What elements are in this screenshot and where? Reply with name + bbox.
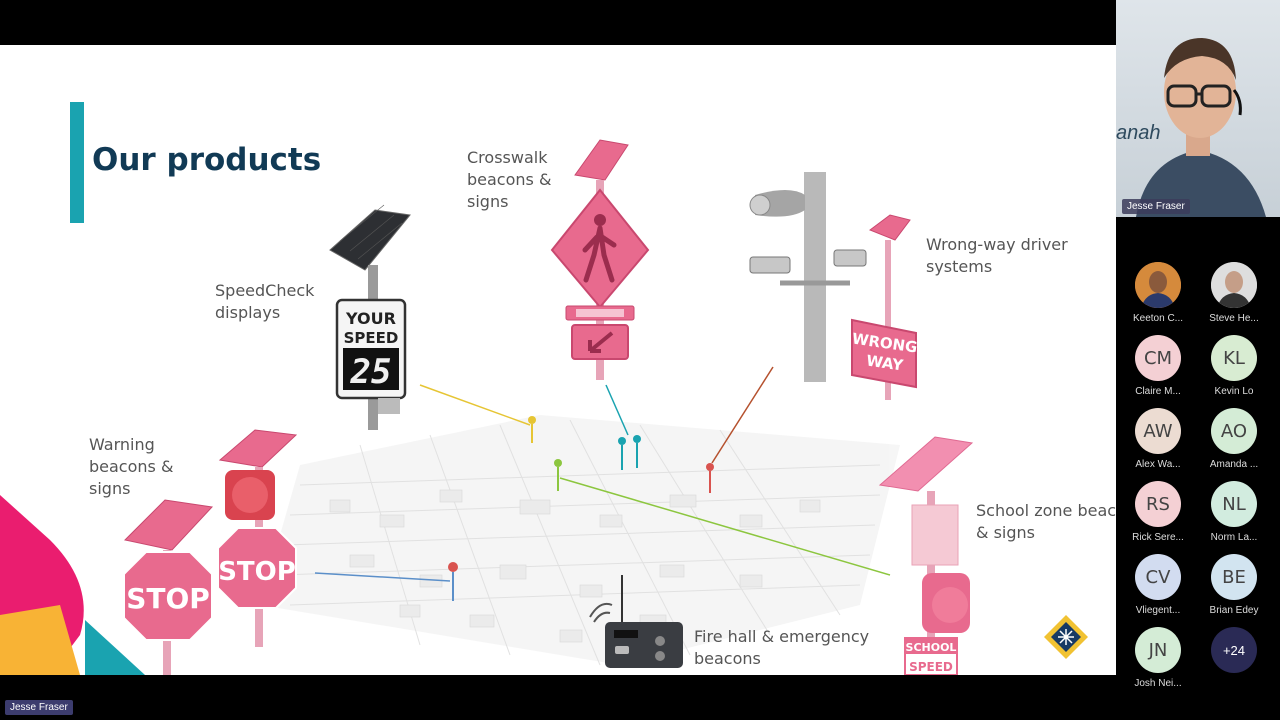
more-participants-tile[interactable]: +24 — [1198, 627, 1270, 695]
more-participants-button[interactable]: +24 — [1211, 627, 1257, 673]
crosswalk-sign — [550, 139, 650, 380]
participant-name: Josh Nei... — [1134, 678, 1182, 689]
participant-name: Rick Sere... — [1132, 532, 1184, 543]
participant-tile[interactable]: AO Amanda ... — [1198, 408, 1270, 476]
warning-beacon-front: STOP — [123, 499, 214, 675]
label-school: School zone beaco & signs — [976, 501, 1116, 542]
participant-tile[interactable]: Keeton C... — [1122, 262, 1194, 330]
warning-connector — [314, 572, 451, 582]
participant-tile[interactable]: BE Brian Edey — [1198, 554, 1270, 622]
products-illustration: YOUR SPEED 25 — [0, 139, 1088, 675]
label-crosswalk: Crosswalk beacons & signs — [467, 148, 552, 211]
location-pins — [448, 416, 714, 601]
avatar: BE — [1211, 554, 1257, 600]
school-zone-sign: SCHOOL SPEED — [878, 436, 974, 675]
label-speedcheck: SpeedCheck displays — [215, 281, 315, 322]
participant-tile[interactable]: KL Kevin Lo — [1198, 335, 1270, 403]
avatar: JN — [1135, 627, 1181, 673]
participant-name: Amanda ... — [1209, 459, 1259, 470]
avatar: NL — [1211, 481, 1257, 527]
label-warning: Warning beacons & signs — [89, 435, 174, 498]
title-accent-bar — [70, 102, 84, 223]
avatar: AW — [1135, 408, 1181, 454]
school-connector — [559, 477, 891, 576]
participant-photo — [1211, 262, 1257, 308]
speedcheck-sign: YOUR SPEED 25 — [329, 204, 411, 430]
shared-slide: YOUR SPEED 25 — [0, 45, 1116, 675]
avatar: RS — [1135, 481, 1181, 527]
participant-tile[interactable]: RS Rick Sere... — [1122, 481, 1194, 549]
school-word-1: SCHOOL — [906, 641, 957, 654]
wrongway-sign: WRONG WAY — [749, 172, 918, 400]
self-video-tile[interactable]: anah Jesse Fraser — [1116, 0, 1280, 217]
participant-name: Claire M... — [1135, 386, 1181, 397]
self-name-tag: Jesse Fraser — [1122, 199, 1190, 214]
video-background-text: anah — [1116, 122, 1161, 144]
participant-name: Norm La... — [1210, 532, 1258, 543]
participant-name: Brian Edey — [1209, 605, 1259, 616]
speed-value: 25 — [350, 352, 392, 392]
participant-name: Steve He... — [1209, 313, 1259, 324]
avatar: CV — [1135, 554, 1181, 600]
participant-name: Kevin Lo — [1214, 386, 1254, 397]
speedcheck-connector — [419, 384, 531, 426]
participant-tile[interactable]: NL Norm La... — [1198, 481, 1270, 549]
wrongway-word-2: WAY — [865, 352, 905, 375]
avatar — [1135, 262, 1181, 308]
speaker-video-frame — [1136, 38, 1266, 217]
school-word-2: SPEED — [909, 660, 953, 674]
participant-photo — [1135, 262, 1181, 308]
crosswalk-connector — [605, 384, 629, 436]
participant-tile[interactable]: JN Josh Nei... — [1122, 627, 1194, 695]
speed-sign-word-1: YOUR — [345, 309, 396, 328]
participant-name: Vliegent... — [1135, 605, 1181, 616]
active-speaker-tag: Jesse Fraser — [5, 700, 73, 715]
warning-beacon-back: STOP — [217, 429, 298, 647]
participant-tile[interactable]: AW Alex Wa... — [1122, 408, 1194, 476]
slide-title: Our products — [92, 142, 322, 178]
participant-tile[interactable]: CM Claire M... — [1122, 335, 1194, 403]
city-grid — [260, 415, 900, 666]
label-firehall: Fire hall & emergency beacons — [694, 627, 870, 668]
firehall-device — [589, 575, 683, 668]
label-wrongway: Wrong-way driver systems — [926, 235, 1068, 276]
participant-tile[interactable]: Steve He... — [1198, 262, 1270, 330]
stop-text-front: STOP — [126, 582, 210, 615]
participant-gallery: Keeton C... Steve He... CM Claire M... K… — [1116, 217, 1280, 689]
decorative-shapes — [0, 495, 145, 675]
participant-name: Alex Wa... — [1135, 459, 1181, 470]
avatar — [1211, 262, 1257, 308]
avatar: CM — [1135, 335, 1181, 381]
participant-name: Keeton C... — [1132, 313, 1184, 324]
avatar: KL — [1211, 335, 1257, 381]
stop-text-back: STOP — [218, 557, 296, 587]
participant-tile[interactable]: CV Vliegent... — [1122, 554, 1194, 622]
company-logo — [1044, 615, 1088, 659]
speed-sign-word-2: SPEED — [344, 329, 399, 347]
avatar: AO — [1211, 408, 1257, 454]
wrongway-connector — [711, 366, 774, 464]
